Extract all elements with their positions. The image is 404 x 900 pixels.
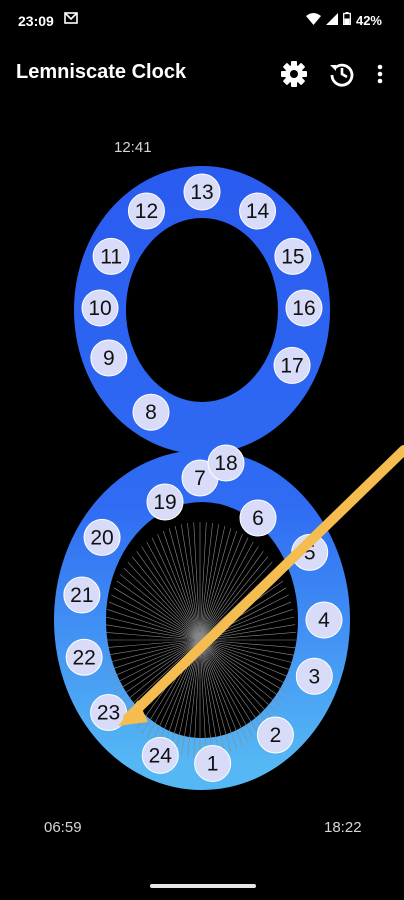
hour-label: 11 [100, 245, 122, 268]
hour-marker: 2 [256, 716, 294, 754]
app-bar: Lemniscate Clock [0, 50, 404, 98]
hour-marker: 14 [239, 192, 277, 230]
hour-marker: 4 [305, 601, 343, 639]
history-icon [330, 63, 354, 87]
hour-marker: 1 [194, 744, 232, 782]
hour-label: 22 [72, 646, 95, 669]
clock-hand-tip [118, 700, 148, 726]
status-icons: 42% [305, 12, 382, 28]
hour-marker: 18 [207, 444, 245, 482]
hour-label: 4 [318, 609, 330, 632]
status-time: 23:09 [18, 13, 54, 29]
hour-marker: 22 [65, 638, 103, 676]
hour-marker: 15 [274, 237, 312, 275]
hour-label: 24 [149, 744, 173, 767]
bottom-left-time-label: 06:59 [44, 819, 82, 836]
battery-icon [343, 12, 351, 28]
hour-marker: 12 [127, 192, 165, 230]
hour-marker: 11 [92, 237, 130, 275]
more-options-button[interactable] [368, 58, 392, 90]
hour-marker: 13 [183, 173, 221, 211]
hour-marker: 6 [239, 499, 277, 537]
hour-label: 17 [280, 354, 303, 377]
top-time-label: 12:41 [114, 139, 152, 156]
hour-label: 19 [153, 491, 176, 514]
hour-label: 9 [103, 347, 115, 370]
wifi-icon [305, 12, 321, 28]
hour-marker: 9 [90, 339, 128, 377]
mail-icon [64, 11, 78, 29]
hour-marker: 23 [90, 694, 128, 732]
history-button[interactable] [326, 58, 358, 90]
clock-hand [123, 445, 404, 723]
clock-rays [104, 522, 296, 758]
hour-label: 6 [252, 507, 264, 530]
hour-label: 14 [246, 200, 270, 223]
hour-label: 5 [304, 541, 316, 564]
hour-marker: 21 [63, 576, 101, 614]
more-vert-icon [377, 64, 383, 84]
hour-marker: 16 [285, 289, 323, 327]
hour-label: 7 [194, 467, 206, 490]
hour-label: 20 [90, 526, 113, 549]
settings-icon [281, 61, 307, 87]
settings-button[interactable] [278, 58, 310, 90]
hour-marker: 20 [83, 518, 121, 556]
hour-label: 3 [308, 665, 320, 688]
hour-label: 12 [135, 200, 158, 223]
hour-label: 21 [70, 584, 93, 607]
hour-marker: 24 [141, 736, 179, 774]
gesture-nav-bar[interactable] [150, 884, 256, 888]
hour-label: 13 [190, 181, 213, 204]
signal-icon [325, 12, 338, 28]
hour-label: 1 [207, 752, 219, 775]
hour-label: 2 [270, 724, 282, 747]
hour-marker: 17 [273, 346, 311, 384]
hour-marker: 8 [132, 393, 170, 431]
app-title: Lemniscate Clock [16, 61, 187, 83]
hour-label: 15 [281, 245, 304, 268]
hour-label: 18 [214, 452, 237, 475]
bottom-right-time-label: 18:22 [324, 819, 362, 836]
hour-label: 16 [292, 297, 315, 320]
hour-label: 8 [145, 401, 157, 424]
hour-marker: 3 [295, 657, 333, 695]
hour-label: 23 [97, 702, 120, 725]
status-bar: 23:09 42% [0, 0, 404, 44]
battery-percent: 42% [355, 12, 382, 28]
hour-marker: 19 [146, 483, 184, 521]
hour-marker: 10 [81, 289, 119, 327]
hour-label: 10 [88, 297, 111, 320]
